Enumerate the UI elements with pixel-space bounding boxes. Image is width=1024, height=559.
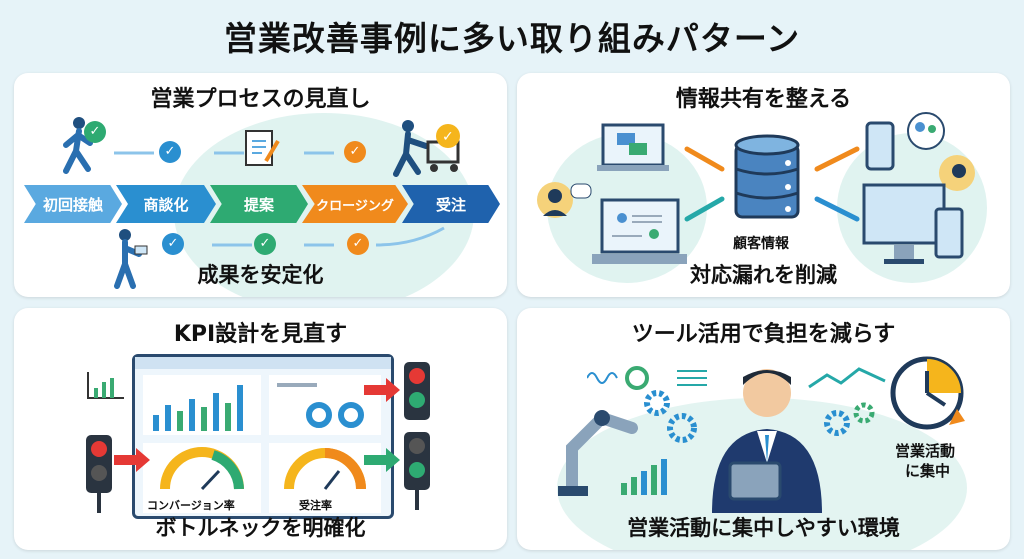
check-icon: ✓	[159, 141, 181, 163]
document-icon	[245, 130, 280, 166]
line-chart-icon	[808, 367, 886, 389]
gauge-order-rate	[269, 443, 381, 513]
donut-chart-widget	[269, 375, 381, 435]
gears-icon	[644, 390, 697, 443]
check-icon: ✓	[84, 121, 106, 143]
panel-information-sharing: 情報共有を整える 顧客情報 対応漏れを削減	[517, 73, 1010, 297]
panel-heading: KPI設計を見直す	[173, 322, 348, 347]
panel-footer: 成果を安定化	[197, 263, 324, 287]
traffic-light-green-icon	[404, 432, 430, 510]
gauge-conversion-rate	[143, 443, 261, 513]
person-with-cart-icon: ✓	[393, 120, 460, 177]
growth-chart-icon	[621, 459, 667, 495]
panel-footer: 営業活動に集中しやすい環境	[627, 516, 900, 540]
clock-caption-1: 営業活動	[895, 442, 956, 460]
page-title: 営業改善事例に多い取り組みパターン	[223, 19, 801, 58]
red-arrow-icon	[364, 378, 400, 402]
flow-arrows	[114, 151, 445, 247]
step-negotiation: 商談化	[116, 185, 216, 223]
clock-icon	[890, 356, 965, 430]
panel-kpi-design: KPI設計を見直す コンバージョン率 受注率 ボトルネックを明確化	[14, 308, 507, 550]
traffic-light-red-icon	[404, 362, 430, 420]
panel-footer: ボトルネックを明確化	[155, 516, 366, 540]
businessman-with-tablet	[712, 369, 822, 513]
dashboard-window: コンバージョン率 受注率	[132, 354, 394, 519]
panel-tool-utilization: ツール活用で負担を減らす 営業活動 に集中 営業活動に集中しやすい環境	[517, 308, 1010, 550]
waveform-icons	[587, 366, 707, 390]
panel-heading: 情報共有を整える	[675, 87, 852, 112]
step-initial-contact: 初回接触	[24, 185, 122, 223]
customer-info-label: 顧客情報	[733, 236, 789, 252]
step-order: 受注	[402, 185, 500, 223]
panel-heading: ツール活用で負担を減らす	[631, 322, 896, 347]
gauge2-label: 受注率	[299, 499, 332, 512]
panel-heading: 営業プロセスの見直し	[150, 87, 371, 112]
step-closing: クロージング	[302, 185, 408, 223]
person-with-laptop-icon	[114, 229, 148, 289]
laptop-profile-icon	[592, 198, 687, 264]
bar-chart-widget	[143, 375, 261, 435]
clock-caption-2: に集中	[905, 462, 951, 480]
desktop-monitor-icon	[862, 183, 964, 264]
check-icon: ✓	[347, 233, 369, 255]
laptop-chat-icon	[597, 123, 669, 171]
svg-text:✓: ✓	[442, 129, 454, 145]
woman-chat-avatar	[939, 155, 975, 191]
check-icon: ✓	[162, 233, 184, 255]
gauge1-label: コンバージョン率	[147, 499, 235, 512]
smartphone-icon	[865, 121, 895, 171]
team-chat-avatar	[907, 112, 945, 150]
traffic-light-red-icon	[86, 435, 112, 513]
robot-arm-icon	[558, 410, 638, 496]
check-icon: ✓	[344, 141, 366, 163]
check-icon: ✓	[254, 233, 276, 255]
mini-bar-chart-icon	[87, 372, 124, 399]
walking-person-icon	[63, 117, 93, 174]
person-chat-avatar	[537, 182, 592, 218]
sync-arrows	[684, 146, 860, 222]
green-arrow-icon	[364, 448, 400, 472]
gears-icon	[824, 402, 875, 436]
database-icon	[734, 134, 800, 219]
red-arrow-icon	[114, 448, 150, 472]
panel-process-review: 営業プロセスの見直し ✓ ✓ ✓ ✓ 初回接触 商談化 提案 クロージング 受注…	[14, 73, 507, 297]
panel-footer: 対応漏れを削減	[690, 263, 837, 287]
step-proposal: 提案	[210, 185, 308, 223]
